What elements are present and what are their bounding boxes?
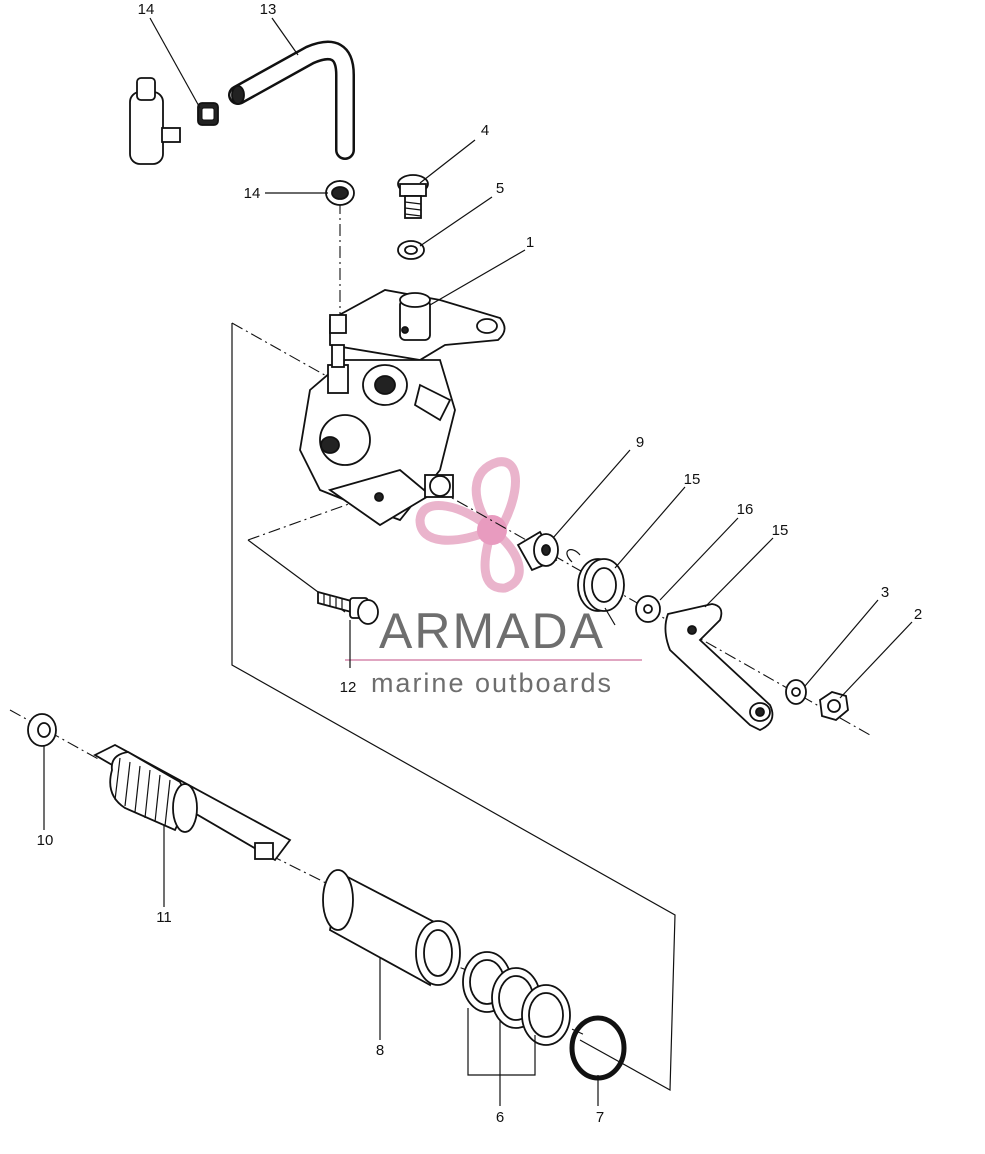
gear-washer	[27, 713, 57, 747]
mounting-bolt	[317, 590, 379, 625]
bleed-screw	[397, 174, 429, 219]
hose-clamp-lower	[325, 180, 355, 206]
armada-watermark: ARMADA marine outboards	[345, 457, 642, 698]
return-spring	[566, 549, 625, 626]
lock-nut	[819, 691, 849, 721]
oil-pump-body	[299, 289, 506, 527]
callout-14-top: 14	[138, 1, 155, 18]
callout-17: 16	[737, 501, 754, 518]
callout-4: 4	[481, 122, 489, 139]
callout-14-bottom: 14	[244, 185, 261, 202]
callout-8: 8	[376, 1042, 384, 1059]
assembly-guide-lines	[9, 180, 871, 1092]
hose-clamp-upper	[197, 102, 219, 126]
drive-gear-shaft	[93, 743, 292, 862]
callout-15: 15	[772, 522, 789, 539]
callout-labels: 14 13 14 4 5 1 9 15 16 15 3 2 12 10 11 8…	[37, 1, 923, 1126]
watermark-brand: ARMADA	[379, 603, 605, 659]
leader-lines	[43, 17, 913, 1106]
callout-1: 1	[526, 234, 534, 251]
shaft-bushing	[322, 869, 461, 987]
callout-9: 9	[636, 434, 644, 451]
watermark-tagline: marine outboards	[371, 668, 613, 698]
sealing-washer	[397, 240, 425, 260]
drive-spacer	[516, 530, 559, 572]
callout-11: 11	[156, 909, 172, 926]
thrust-washer	[635, 595, 661, 623]
oil-hose	[228, 40, 355, 160]
callout-3: 3	[881, 584, 889, 601]
callout-16: 15	[684, 471, 701, 488]
callout-13: 13	[260, 1, 277, 18]
lever-washer	[785, 679, 807, 705]
callout-6: 6	[496, 1109, 504, 1126]
propeller-logo-icon	[415, 457, 524, 593]
callout-10: 10	[37, 832, 54, 849]
fuel-fitting	[129, 77, 181, 165]
callout-12: 12	[340, 679, 357, 696]
callout-2: 2	[914, 606, 922, 623]
o-ring	[569, 1015, 627, 1081]
callout-7: 7	[596, 1109, 604, 1126]
control-lever	[664, 603, 774, 731]
callout-5: 5	[496, 180, 504, 197]
shim-washers	[462, 951, 571, 1046]
